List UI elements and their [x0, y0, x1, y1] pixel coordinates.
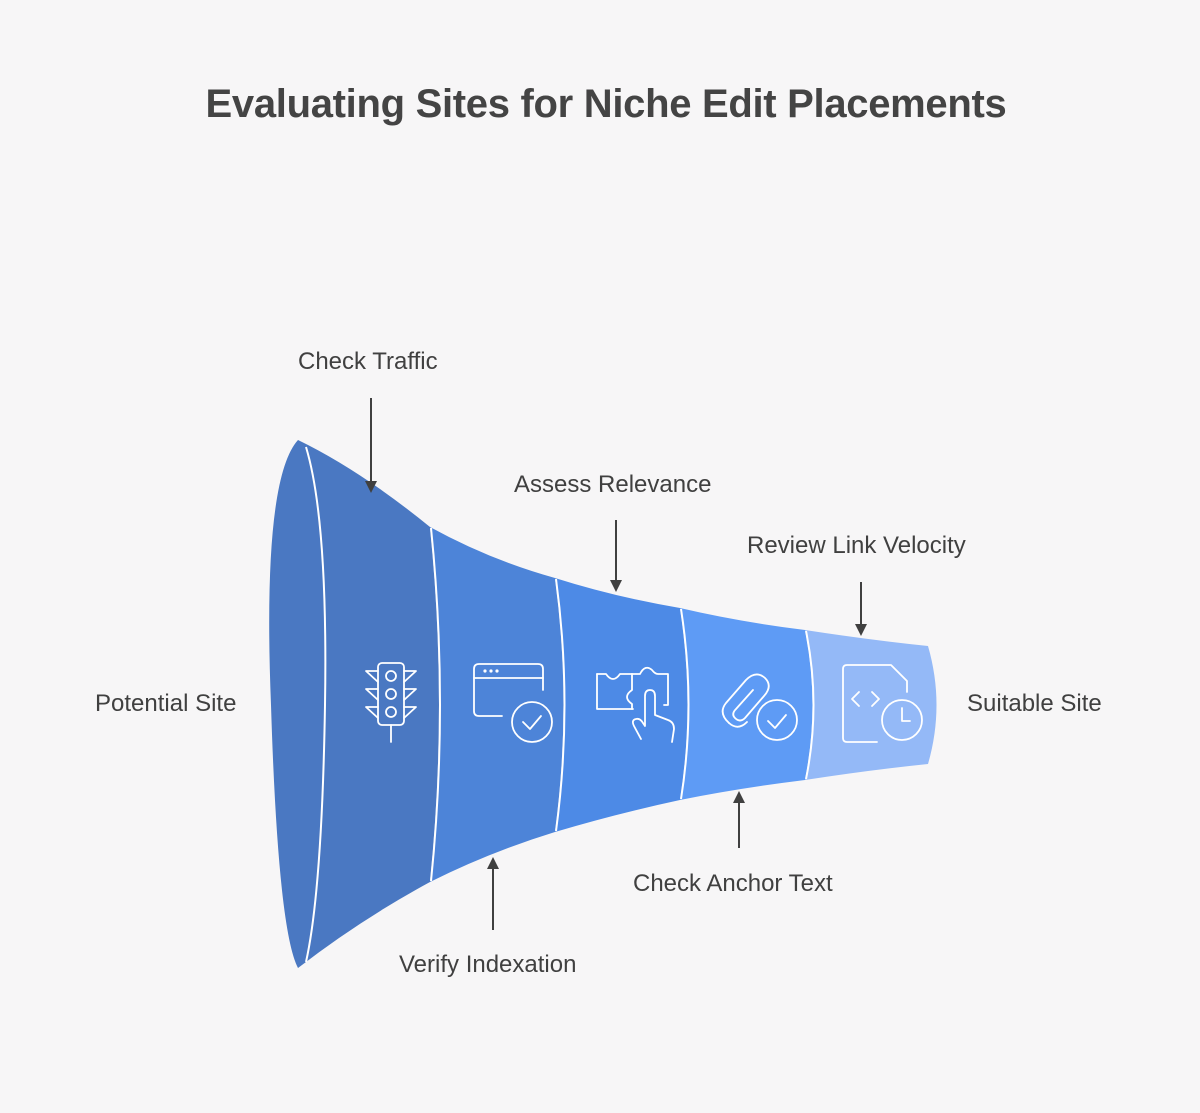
funnel-mouth: [269, 440, 322, 968]
label-potential-site: Potential Site: [95, 690, 237, 717]
funnel-segment-assess-relevance: [555, 578, 688, 832]
arrowhead-up-icon: [487, 857, 499, 869]
label-assess-relevance: Assess Relevance: [514, 471, 712, 498]
arrowhead-down-icon: [365, 481, 377, 493]
label-check-anchor-text: Check Anchor Text: [633, 870, 833, 897]
puzzle-hand-icon: [596, 666, 675, 743]
browser-check-icon: [473, 663, 553, 743]
paperclip-check-icon: [721, 673, 798, 741]
code-file-clock-icon: [842, 664, 923, 743]
label-review-link-velocity: Review Link Velocity: [747, 532, 966, 559]
funnel-segment-verify-indexation: [430, 527, 564, 882]
segment-dividers: [305, 446, 815, 963]
traffic-light-icon: [365, 662, 417, 743]
label-verify-indexation: Verify Indexation: [399, 951, 577, 978]
label-suitable-site: Suitable Site: [967, 690, 1102, 717]
funnel-segment-check-anchor-text: [680, 608, 813, 800]
diagram-title: Evaluating Sites for Niche Edit Placemen…: [205, 82, 1007, 126]
label-check-traffic: Check Traffic: [298, 348, 438, 375]
arrowhead-down-icon: [610, 580, 622, 592]
arrowhead-down-icon: [855, 624, 867, 636]
funnel-segment-review-link-velocity: [805, 630, 937, 780]
arrowhead-up-icon: [733, 791, 745, 803]
arrows: [365, 398, 867, 930]
